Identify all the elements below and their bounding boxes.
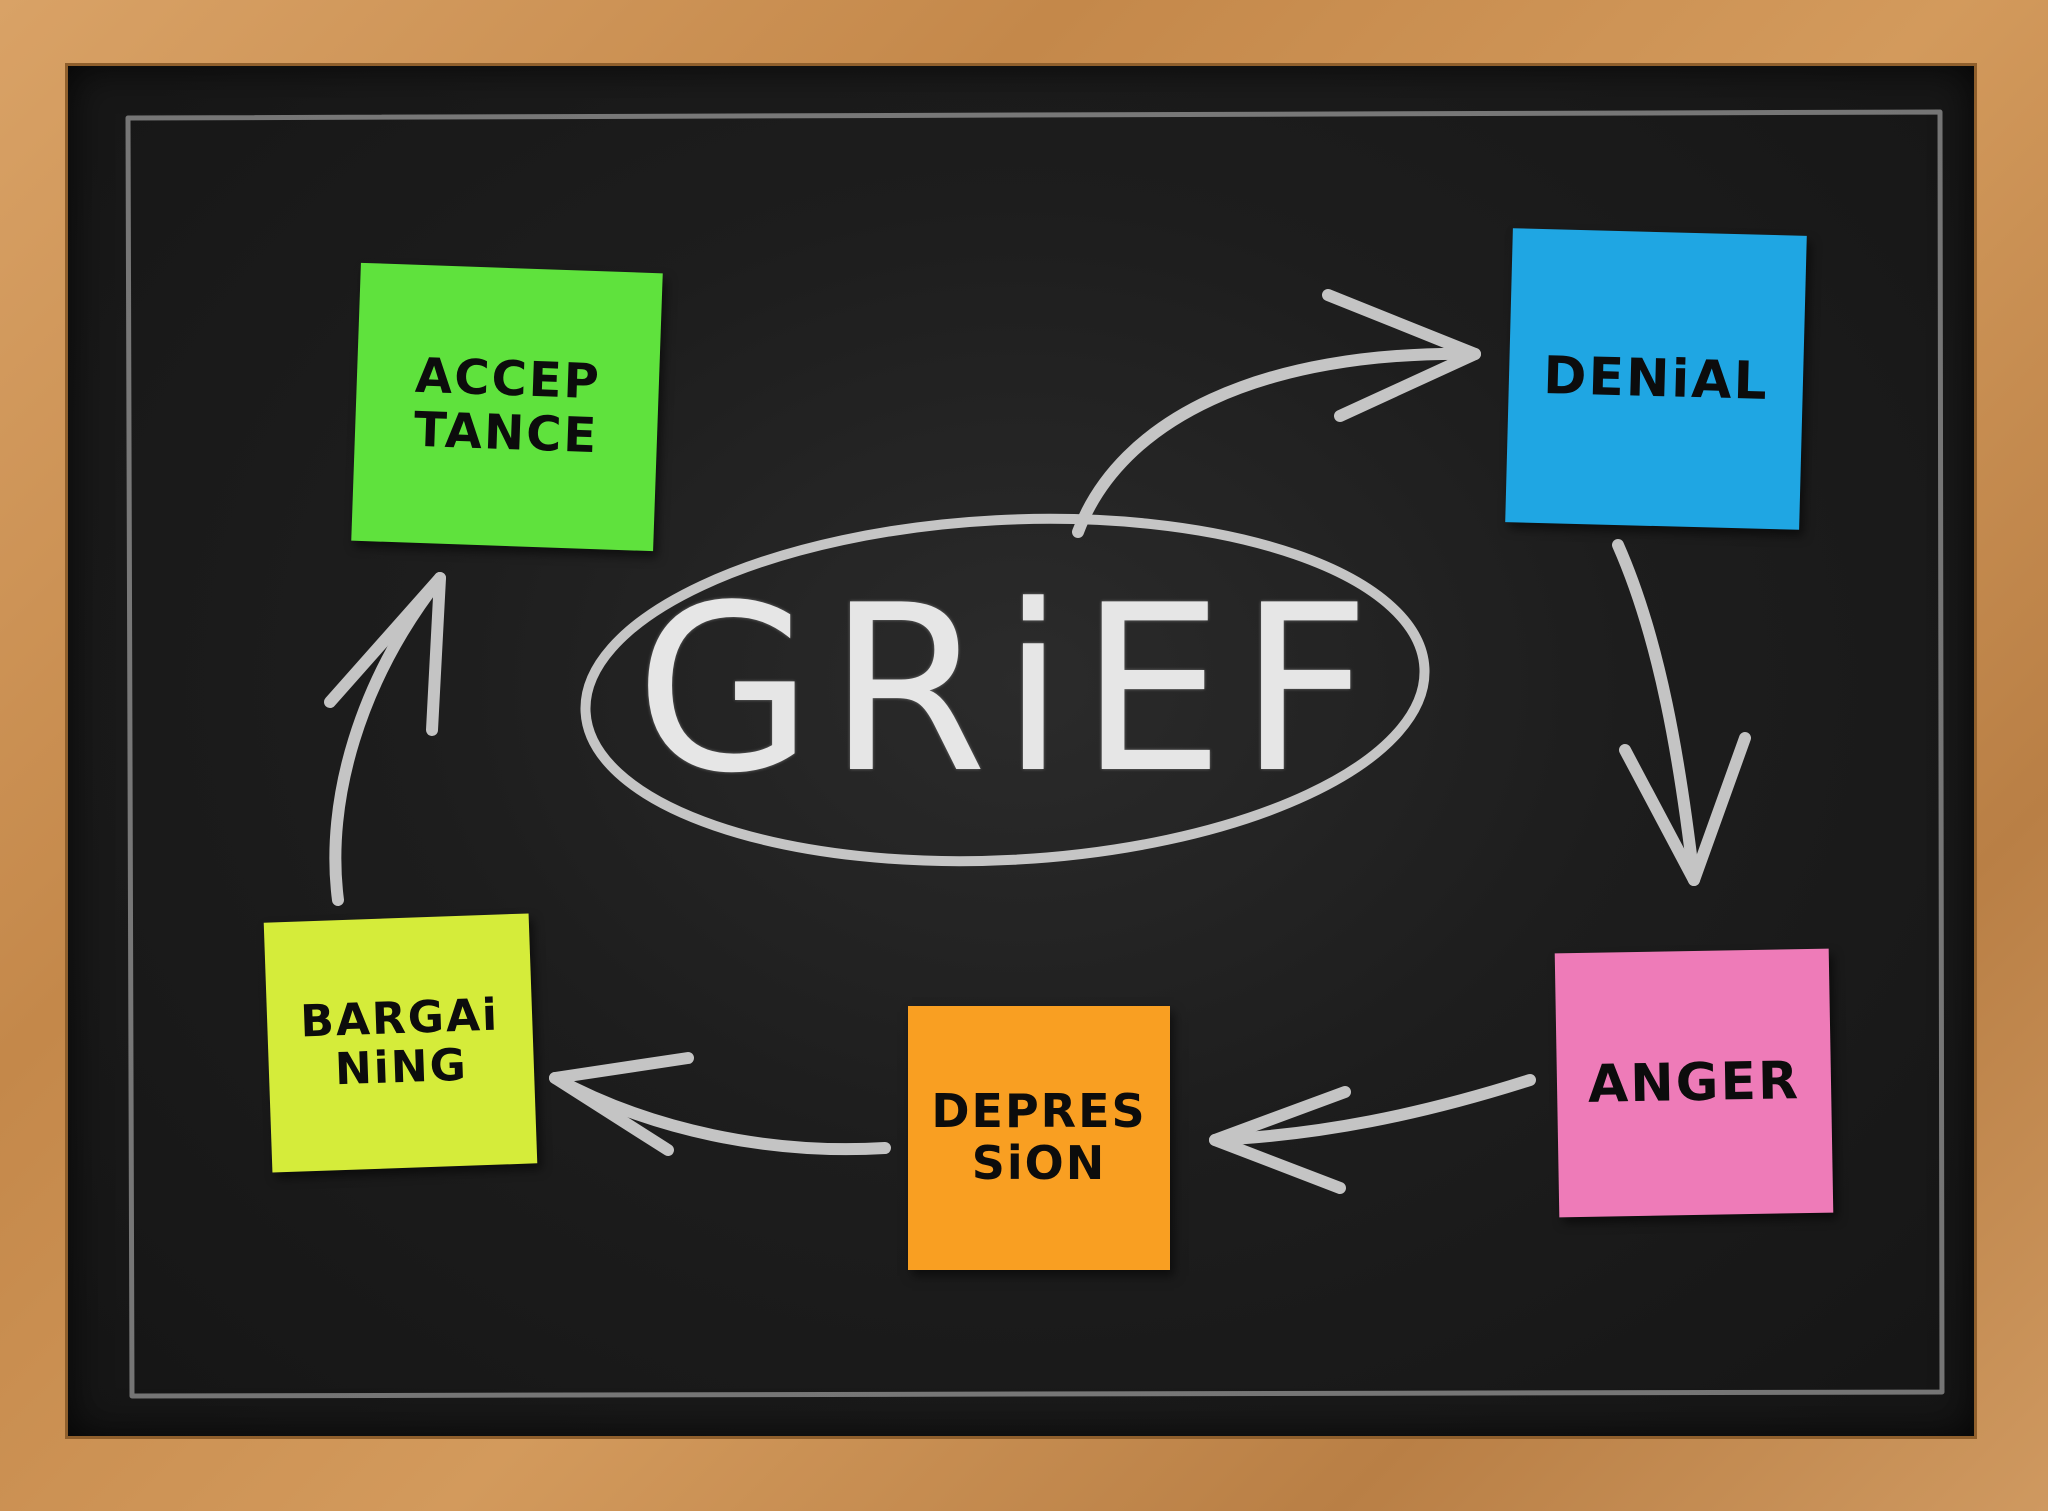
note-text-line1: ACCEP xyxy=(414,348,602,411)
arrow-denial-to-anger xyxy=(1612,539,1700,886)
arrow-anger-to-depression xyxy=(1209,1074,1536,1146)
note-text-line1: BARGAi xyxy=(299,989,500,1048)
sticky-note-anger: ANGER xyxy=(1554,948,1834,1218)
chalk-border xyxy=(125,109,1945,1399)
grief-oval xyxy=(580,513,1430,867)
note-text-line1: ANGER xyxy=(1587,1051,1801,1115)
note-text-line1: DENiAL xyxy=(1542,345,1770,412)
note-text-line1: DEPRES xyxy=(931,1084,1147,1139)
note-text-line2: TANCE xyxy=(412,401,600,465)
note-text-line2: NiNG xyxy=(334,1039,469,1096)
arrow-bargaining-to-acceptance xyxy=(329,572,446,906)
arrow-grief-to-denial xyxy=(1072,347,1481,538)
sticky-note-bargaining: BARGAi NiNG xyxy=(263,913,538,1173)
note-text-line2: SiON xyxy=(971,1136,1107,1190)
sticky-note-depression: DEPRES SiON xyxy=(908,1006,1170,1270)
grief-title: GRiEF xyxy=(635,556,1385,824)
sticky-note-denial: DENiAL xyxy=(1505,228,1807,530)
sticky-note-acceptance: ACCEP TANCE xyxy=(351,262,663,552)
